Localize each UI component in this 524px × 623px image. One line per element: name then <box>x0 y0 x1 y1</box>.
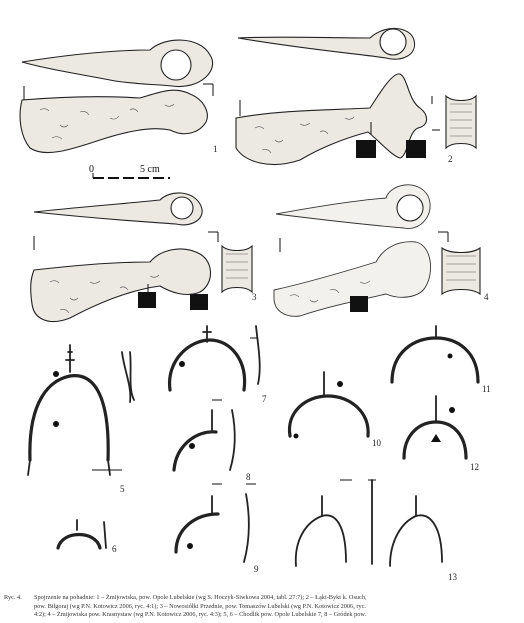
caption-line: pow. Biłgoraj (wg P.N. Kotowicz 2006, ry… <box>34 602 366 610</box>
artifact-5-spur: 5 <box>27 344 135 494</box>
caption-line: Spojrzenie na pohadnie: 1 – Żmijowiska, … <box>34 594 367 601</box>
artifact-8-spur: 8 <box>172 399 251 482</box>
artifact-7-spur: 7 <box>168 325 267 404</box>
scale-start-label: 0 <box>89 164 94 175</box>
artifact-13-spur: 13 <box>294 479 458 582</box>
item-number-11: 11 <box>482 384 491 394</box>
figure-caption: Ryc. 4. Spojrzenie na pohadnie: 1 – Żmij… <box>4 594 518 620</box>
item-number-9: 9 <box>254 564 259 574</box>
scale-end-label: 5 cm <box>140 164 160 175</box>
item-number-2: 2 <box>448 154 453 164</box>
item-number-3: 3 <box>252 292 257 302</box>
artifact-12-spur: 12 <box>402 395 479 472</box>
item-number-10: 10 <box>372 438 382 448</box>
item-number-4: 4 <box>484 292 489 302</box>
item-number-6: 6 <box>112 544 117 554</box>
artifact-10-spur: 10 <box>287 371 382 448</box>
artifact-1-axe: 1 <box>19 39 218 154</box>
caption-text: Spojrzenie na pohadnie: 1 – Żmijowiska, … <box>34 594 518 620</box>
caption-line: 4:2); 4 – Żmijowiska pow. Krasnystaw (wg… <box>34 611 367 619</box>
artifact-9-spur: 9 <box>174 483 259 574</box>
item-number-7: 7 <box>262 394 267 404</box>
scale-bar: 0 5 cm <box>89 164 170 179</box>
artifact-11-spur: 11 <box>390 325 491 394</box>
item-number-8: 8 <box>246 472 251 482</box>
item-number-13: 13 <box>448 572 458 582</box>
caption-label: Ryc. 4. <box>4 594 22 601</box>
artifact-3-axe: 3 <box>30 192 257 322</box>
item-number-1: 1 <box>213 144 218 154</box>
item-number-5: 5 <box>120 484 125 494</box>
item-number-12: 12 <box>470 462 479 472</box>
artifact-4-axe: 4 <box>273 184 489 317</box>
artifact-6-spur: 6 <box>56 519 117 554</box>
artifact-2-axe: 2 <box>235 27 477 165</box>
